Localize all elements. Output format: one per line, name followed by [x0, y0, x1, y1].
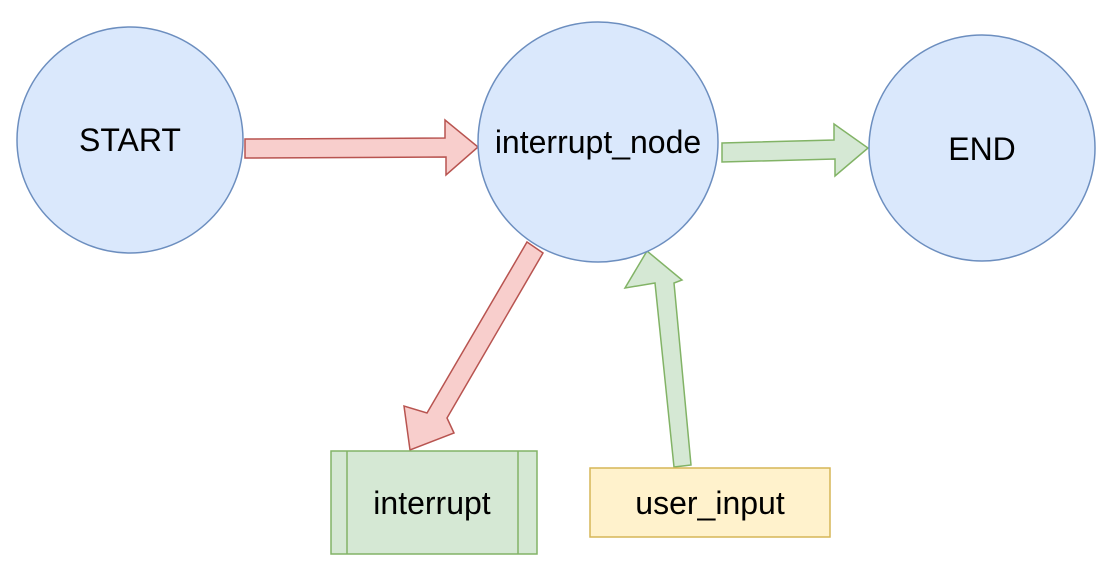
arrow-start-to-interrupt-node — [244, 118, 480, 177]
node-interrupt-node-label: interrupt_node — [495, 124, 701, 160]
node-user-input-shape — [589, 467, 831, 538]
node-user-input[interactable]: user_input — [589, 467, 831, 538]
node-end-shape — [868, 34, 1096, 262]
arrow-user-input-to-interrupt-node — [623, 249, 692, 468]
node-start[interactable]: START — [16, 26, 244, 254]
node-user-input-label: user_input — [635, 485, 785, 521]
node-interrupt-label: interrupt — [373, 485, 491, 521]
arrow-interrupt-node-to-end — [721, 122, 870, 178]
node-interrupt[interactable]: interrupt — [330, 450, 538, 555]
node-start-shape — [16, 26, 244, 254]
node-interrupt-shape — [330, 450, 538, 555]
node-start-label: START — [79, 122, 181, 158]
node-end-label: END — [948, 131, 1016, 167]
arrow-interrupt-node-to-interrupt — [403, 240, 544, 452]
node-interrupt-node-shape — [477, 21, 719, 263]
node-end[interactable]: END — [868, 34, 1096, 262]
node-interrupt-node[interactable]: interrupt_node — [477, 21, 719, 263]
